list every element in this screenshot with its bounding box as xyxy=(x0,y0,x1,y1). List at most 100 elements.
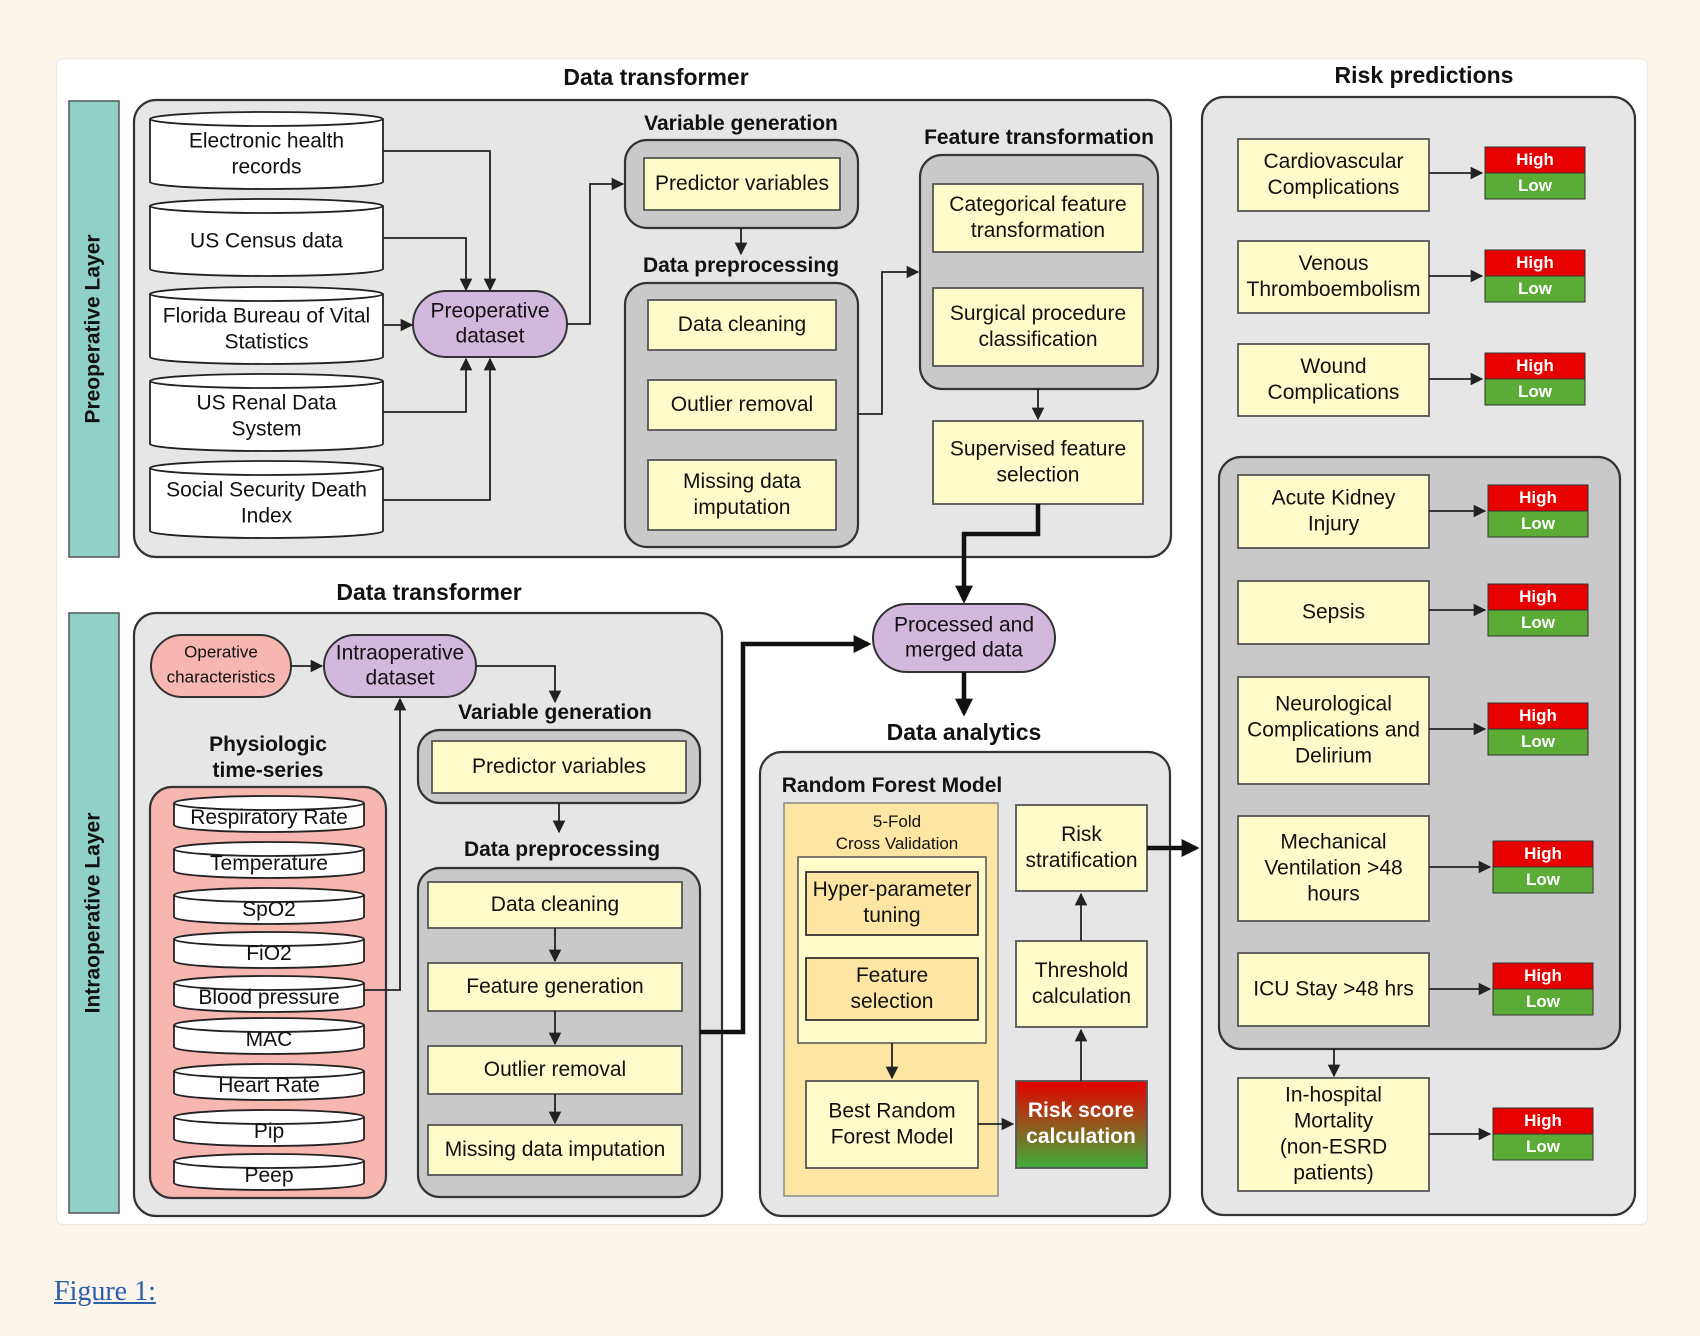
hyper-box xyxy=(805,871,979,936)
outcome-2-level-high-label: High xyxy=(1516,356,1554,375)
figure-caption-link[interactable]: Figure 1: xyxy=(54,1276,156,1307)
physio-3-top xyxy=(173,931,365,947)
feature-selection-box xyxy=(805,957,979,1021)
physio-1 xyxy=(173,849,365,879)
intra-predictor-box-label: Predictor variables xyxy=(472,755,646,778)
outcome-3-level-high-label: High xyxy=(1519,488,1557,507)
outcome-1-level-high-label: High xyxy=(1516,253,1554,272)
pre-source-1-top xyxy=(149,198,384,214)
pre-supervised-box xyxy=(932,420,1144,505)
intra-prep-2 xyxy=(427,1045,683,1095)
intra-var-gen-title: Variable generation xyxy=(458,701,652,724)
outcome-4 xyxy=(1237,580,1430,645)
physio-6-top xyxy=(173,1063,365,1079)
pre-source-4 xyxy=(149,468,384,539)
pre-source-0 xyxy=(149,119,384,190)
outcome-1-level-low xyxy=(1484,275,1586,303)
outcome-0-level-low-label: Low xyxy=(1518,176,1553,195)
physio-3 xyxy=(173,939,365,969)
physio-7 xyxy=(173,1117,365,1147)
outcome-8-level-high-label: High xyxy=(1524,1111,1562,1130)
outcome-5-level-low xyxy=(1487,728,1589,756)
conn-ehr xyxy=(383,150,497,292)
rf-title: Random Forest Model xyxy=(782,774,1003,797)
outcome-7-level-high xyxy=(1492,962,1594,990)
outcome-3-level-low-label: Low xyxy=(1521,514,1556,533)
physio-8-top xyxy=(173,1153,365,1169)
outcome-0-level-high xyxy=(1484,146,1586,174)
physio-2 xyxy=(173,895,365,925)
outcome-5-level-high xyxy=(1487,702,1589,730)
conn-census xyxy=(383,237,473,292)
physio-8 xyxy=(173,1161,365,1191)
intra-prep-0 xyxy=(427,881,683,929)
outcome-7-label: ICU Stay >48 hrs xyxy=(1253,977,1413,1000)
outcome-7 xyxy=(1237,952,1430,1027)
intra-data-transformer-title: Data transformer xyxy=(336,579,521,605)
physio-5 xyxy=(173,1025,365,1055)
outcome-8-level-low xyxy=(1492,1133,1594,1161)
outcome-4-level-low-label: Low xyxy=(1521,613,1556,632)
outcome-1 xyxy=(1237,240,1430,314)
conn-intra-vargen xyxy=(476,665,562,704)
pre-source-4-top xyxy=(149,460,384,476)
pre-var-gen-title: Variable generation xyxy=(644,112,838,135)
intra-prep-3-label: Missing data imputation xyxy=(445,1138,666,1161)
outcome-2-level-low-label: Low xyxy=(1518,382,1553,401)
physio-7-top xyxy=(173,1109,365,1125)
risk-score-box xyxy=(1015,1080,1148,1169)
conn-pre-prep-feat xyxy=(858,265,920,415)
pre-prep-missing xyxy=(647,459,837,531)
outcome-0 xyxy=(1237,138,1430,212)
physio-5-label: MAC xyxy=(246,1028,293,1051)
outcome-4-level-high-label: High xyxy=(1519,587,1557,606)
pre-prep-clean-label: Data cleaning xyxy=(678,313,806,336)
outcome-7-level-high-label: High xyxy=(1524,966,1562,985)
conn-renal xyxy=(383,357,473,413)
best-rf-box xyxy=(805,1080,979,1169)
conn-supervised-merged xyxy=(955,504,1041,604)
pre-feat-title: Feature transformation xyxy=(924,126,1154,149)
outcome-7-level-low xyxy=(1492,988,1594,1016)
outcome-0-level-high-label: High xyxy=(1516,150,1554,169)
intra-predictor-box xyxy=(431,740,687,794)
conn-physio-intra xyxy=(364,697,407,991)
conn-ssdi xyxy=(383,357,497,501)
physio-4-label: Blood pressure xyxy=(198,986,339,1009)
pre-predictor-box-label: Predictor variables xyxy=(655,172,829,195)
physio-2-top xyxy=(173,887,365,903)
physio-2-label: SpO2 xyxy=(242,898,296,921)
intraoperative-layer-bar xyxy=(68,612,120,1214)
pre-source-2 xyxy=(149,294,384,365)
physio-5-top xyxy=(173,1017,365,1033)
outcome-6-level-high-label: High xyxy=(1524,844,1562,863)
pre-source-2-top xyxy=(149,286,384,302)
physio-6 xyxy=(173,1071,365,1101)
physio-4 xyxy=(173,983,365,1013)
physio-0-label: Respiratory Rate xyxy=(190,806,348,829)
outcome-0-level-low xyxy=(1484,172,1586,200)
outcome-4-level-high xyxy=(1487,583,1589,611)
conn-intra-merged xyxy=(700,635,872,1035)
pre-source-3 xyxy=(149,381,384,452)
physio-6-label: Heart Rate xyxy=(218,1074,320,1097)
pre-feat-surgical xyxy=(932,287,1144,367)
outcome-4-level-low xyxy=(1487,609,1589,637)
physio-0-top xyxy=(173,795,365,811)
